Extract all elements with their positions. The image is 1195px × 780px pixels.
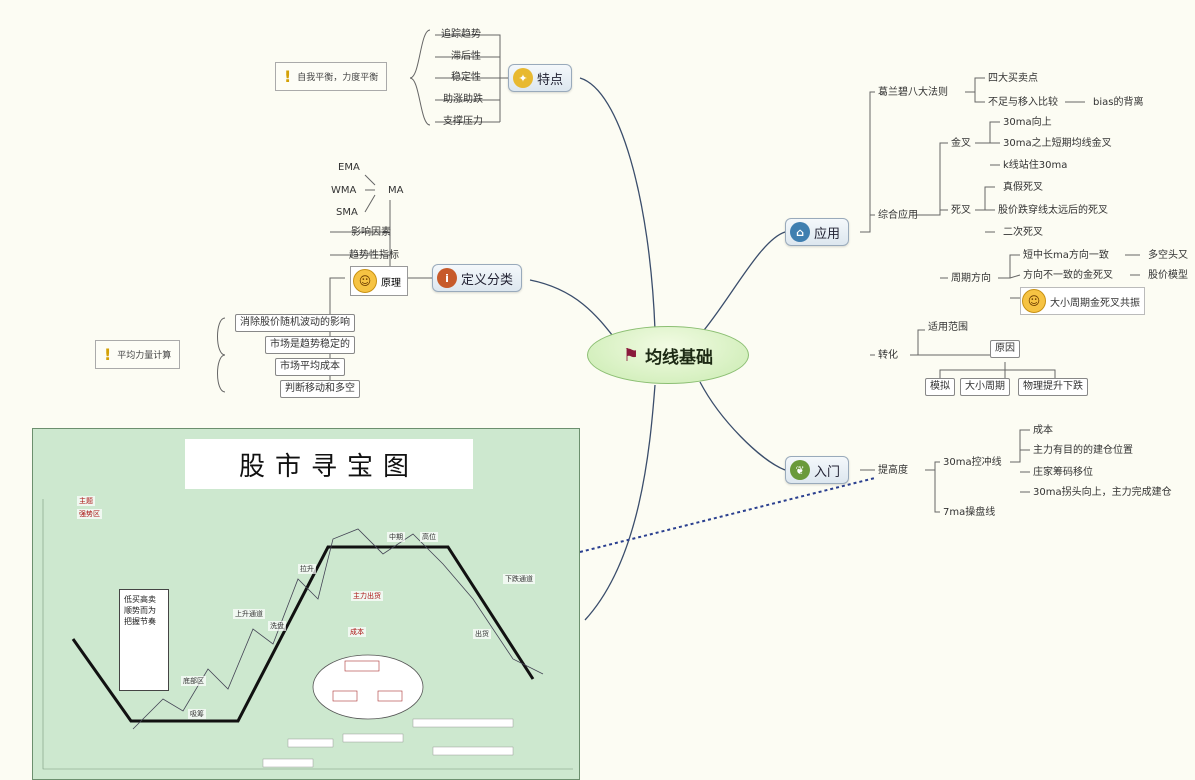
change-mid[interactable]: 原因	[990, 340, 1020, 358]
map-label: 主力出货	[351, 591, 383, 601]
definition-sub-item[interactable]: 趋势性指标	[349, 250, 399, 261]
map-label: 上升通道	[233, 609, 265, 619]
period-resonance[interactable]: ☺ 大小周期金死叉共振	[1020, 287, 1145, 315]
treasure-map-image[interactable]: 股市寻宝图 主题 强势区 中期 高位 主力出货 上升通道 下跌通道 底部区 成本…	[32, 428, 580, 780]
combo-label[interactable]: 综合应用	[878, 210, 918, 221]
smiley-icon: ☺	[353, 269, 377, 293]
branch-features[interactable]: ✦ 特点	[508, 64, 573, 92]
change-top[interactable]: 适用范围	[928, 322, 968, 333]
features-item[interactable]: 追踪趋势	[441, 29, 481, 40]
entry-line30-item[interactable]: 庄家筹码移位	[1033, 467, 1093, 478]
map-side-note: 低买高卖 顺势而为 把握节奏	[119, 589, 169, 691]
change-bottom[interactable]: 大小周期	[960, 378, 1010, 396]
exclamation-icon: !	[284, 67, 292, 86]
branch-application[interactable]: ⌂ 应用	[785, 218, 850, 246]
map-label: 拉升	[298, 564, 316, 574]
entry-line30-item[interactable]: 主力有目的的建仓位置	[1033, 445, 1133, 456]
principle-item[interactable]: 判断移动和多空	[280, 380, 360, 398]
price-cycle-graphic	[42, 499, 573, 770]
entry-line7[interactable]: 7ma操盘线	[943, 507, 996, 518]
principle-item[interactable]: 消除股价随机波动的影响	[235, 314, 355, 332]
features-item[interactable]: 支撑压力	[443, 116, 483, 127]
map-label: 成本	[348, 627, 366, 637]
period-label[interactable]: 周期方向	[951, 273, 991, 284]
definition-type[interactable]: WMA	[331, 185, 357, 196]
death-cross-label[interactable]: 死叉	[951, 205, 971, 216]
golden-cross-item[interactable]: k线站住30ma	[1003, 160, 1068, 171]
principle-item[interactable]: 市场平均成本	[275, 358, 345, 376]
granville-label[interactable]: 葛兰碧八大法则	[878, 87, 948, 98]
features-note[interactable]: ! 自我平衡，力度平衡	[275, 62, 388, 91]
death-cross-item[interactable]: 二次死叉	[1003, 227, 1043, 238]
branch-features-label: 特点	[537, 72, 564, 88]
map-label: 高位	[420, 532, 438, 542]
granville-item[interactable]: 四大买卖点	[988, 73, 1038, 84]
period-item[interactable]: 短中长ma方向一致	[1023, 250, 1109, 261]
principle-label: 原理	[381, 277, 401, 289]
branch-entry[interactable]: ❦ 入门	[785, 456, 850, 484]
map-label: 吸筹	[188, 709, 206, 719]
leaf-icon: ❦	[790, 460, 810, 480]
features-item[interactable]: 助涨助跌	[443, 94, 483, 105]
info-icon: i	[437, 268, 457, 288]
entry-line30-item[interactable]: 30ma拐头向上，主力完成建仓	[1033, 487, 1172, 498]
definition-note[interactable]: ! 平均力量计算	[95, 340, 181, 369]
entry-sub[interactable]: 提高度	[878, 465, 908, 476]
period-item-resonance: 大小周期金死叉共振	[1050, 297, 1140, 309]
change-label[interactable]: 转化	[878, 350, 898, 361]
features-item[interactable]: 稳定性	[451, 72, 481, 83]
central-topic[interactable]: ⚑ 均线基础	[587, 326, 749, 384]
map-label: 下跌通道	[503, 574, 535, 584]
map-label: 出货	[473, 629, 491, 639]
treasure-map-title: 股市寻宝图	[185, 439, 473, 489]
period-extra[interactable]: 多空头又	[1148, 250, 1188, 261]
map-label: 底部区	[181, 676, 206, 686]
granville-item[interactable]: 不足与移入比较	[988, 97, 1058, 108]
golden-cross-label[interactable]: 金叉	[951, 138, 971, 149]
golden-cross-item[interactable]: 30ma之上短期均线金叉	[1003, 138, 1112, 149]
flag-icon: ⚑	[622, 344, 640, 366]
entry-line30[interactable]: 30ma控冲线	[943, 457, 1002, 468]
granville-extra[interactable]: bias的背离	[1093, 97, 1144, 108]
definition-types-group[interactable]: MA	[388, 185, 404, 196]
definition-type[interactable]: SMA	[336, 207, 358, 218]
tower-icon: ⌂	[790, 222, 810, 242]
principle-item[interactable]: 市场是趋势稳定的	[265, 336, 355, 354]
death-cross-item[interactable]: 真假死叉	[1003, 182, 1043, 193]
branch-definition-label: 定义分类	[461, 272, 514, 288]
golden-cross-item[interactable]: 30ma向上	[1003, 117, 1052, 128]
definition-type[interactable]: EMA	[338, 162, 360, 173]
period-extra[interactable]: 股价模型	[1148, 270, 1188, 281]
features-item[interactable]: 滞后性	[451, 51, 481, 62]
map-label: 主题	[77, 496, 95, 506]
change-bottom[interactable]: 物理提升下跌	[1018, 378, 1088, 396]
map-label: 强势区	[77, 509, 102, 519]
entry-line30-item[interactable]: 成本	[1033, 425, 1053, 436]
features-note-text: 自我平衡，力度平衡	[297, 73, 379, 83]
definition-note-text: 平均力量计算	[117, 351, 172, 361]
branch-definition[interactable]: i 定义分类	[432, 264, 523, 292]
map-label: 中期	[387, 532, 405, 542]
death-cross-item[interactable]: 股价跌穿线太远后的死叉	[998, 205, 1108, 216]
principle-node[interactable]: ☺ 原理	[350, 266, 408, 296]
branch-entry-label: 入门	[814, 464, 841, 480]
star-icon: ✦	[513, 68, 533, 88]
central-title: 均线基础	[645, 347, 714, 368]
period-item[interactable]: 方向不一致的金死叉	[1023, 270, 1113, 281]
map-label: 洗盘	[268, 621, 286, 631]
exclamation-icon: !	[104, 345, 112, 364]
branch-application-label: 应用	[814, 226, 841, 242]
smiley-icon: ☺	[1022, 289, 1046, 313]
change-bottom[interactable]: 模拟	[925, 378, 955, 396]
definition-sub-item[interactable]: 影响因素	[351, 227, 391, 238]
